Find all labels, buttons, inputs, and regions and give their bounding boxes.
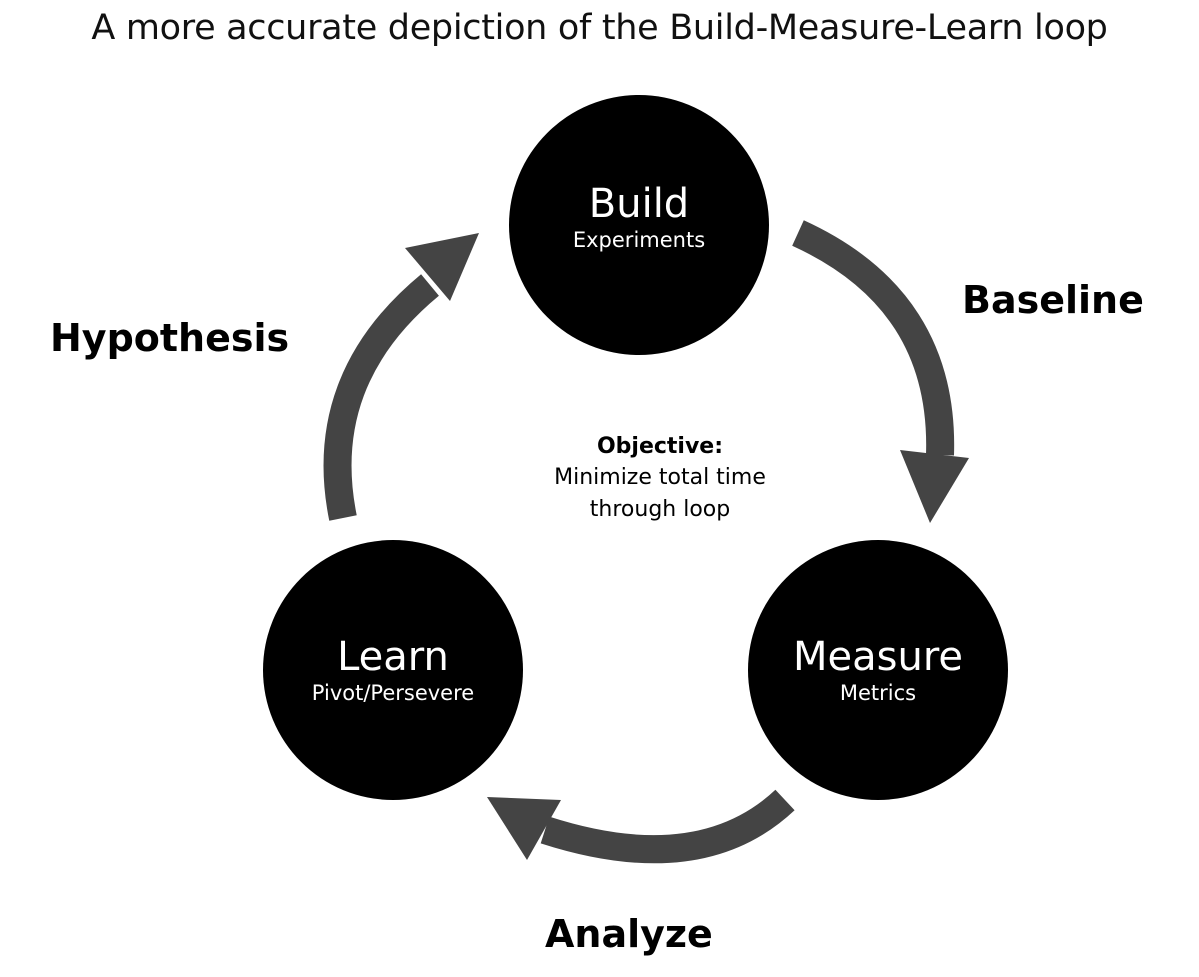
arrow-measure-to-learn: [487, 789, 795, 864]
page-title: A more accurate depiction of the Build-M…: [91, 8, 1108, 48]
objective-line-2: through loop: [589, 497, 731, 522]
measure-node-name: Measure: [793, 634, 963, 680]
build-node-sub: Experiments: [572, 228, 706, 252]
objective-line-1: Minimize total time: [554, 465, 766, 490]
measure-node-sub: Metrics: [839, 681, 917, 705]
objective-heading: Objective:: [596, 434, 724, 459]
objective-block: Objective: Minimize total time through l…: [500, 432, 820, 526]
build-node-name: Build: [588, 181, 690, 227]
hypothesis-label: Hypothesis: [50, 316, 290, 360]
learn-node-name: Learn: [337, 634, 449, 680]
arrow-build-to-measure: [792, 220, 969, 523]
measure-node: Measure Metrics: [748, 540, 1008, 800]
build-node: Build Experiments: [509, 95, 769, 355]
learn-node: Learn Pivot/Persevere: [263, 540, 523, 800]
learn-node-sub: Pivot/Persevere: [311, 681, 475, 705]
analyze-label: Analyze: [545, 912, 713, 956]
arrow-learn-to-build: [323, 233, 479, 521]
baseline-label: Baseline: [962, 278, 1144, 322]
